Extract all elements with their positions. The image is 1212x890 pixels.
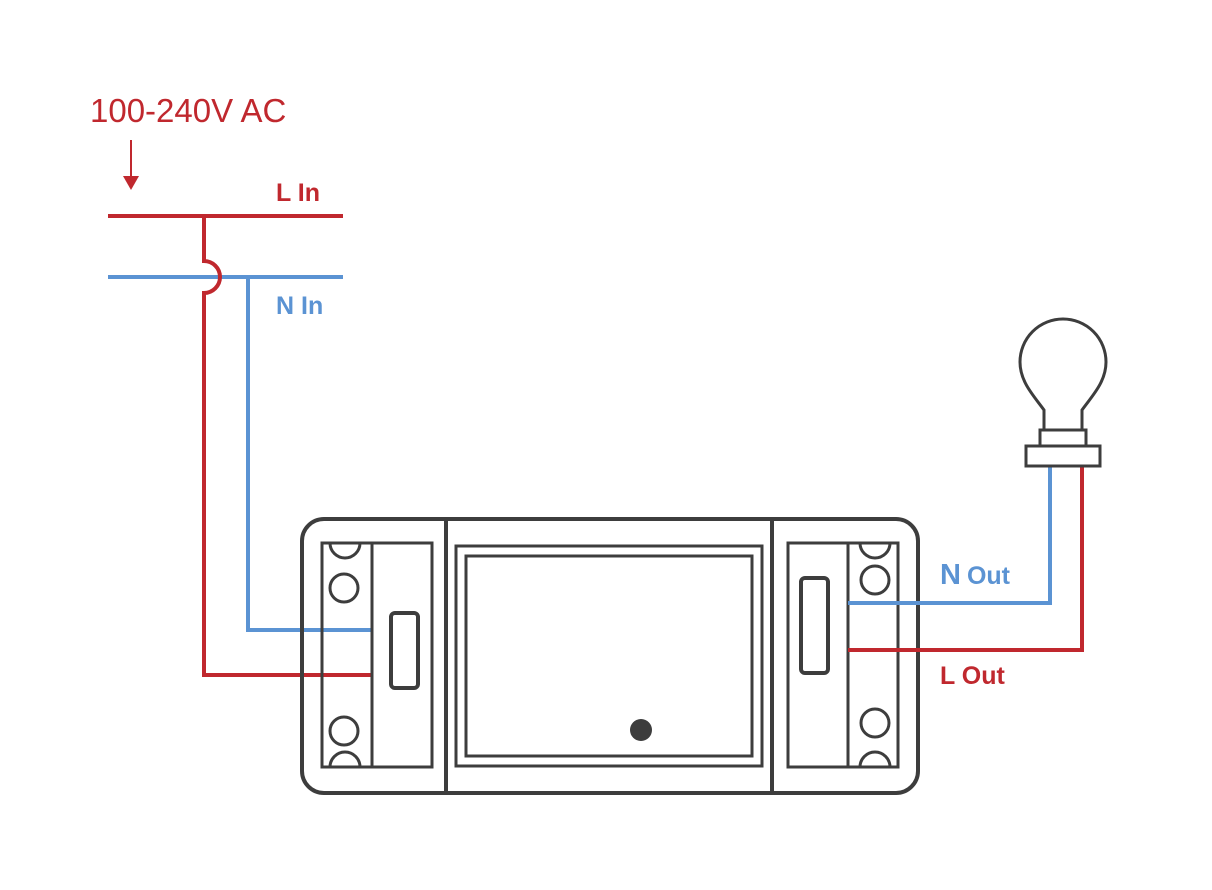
n-out-label: N Out (940, 559, 1011, 591)
light-bulb-icon (1018, 317, 1108, 468)
n-out-label-n: N (940, 559, 961, 591)
n-out-label-out: Out (967, 562, 1011, 590)
smart-switch-device (300, 517, 920, 795)
live-output-wire (848, 466, 1084, 652)
neutral-output-wire (848, 466, 1052, 605)
left-terminal-slot (389, 611, 420, 690)
live-input-wire (202, 216, 372, 677)
right-terminal-slot (799, 576, 830, 675)
l-out-label: L Out (940, 662, 1005, 690)
down-arrow-icon (123, 140, 139, 190)
supply-voltage-label: 100-240V AC (90, 92, 286, 129)
n-in-label: N In (276, 292, 323, 320)
right-top-screw (859, 564, 891, 596)
right-bottom-screw (859, 707, 891, 739)
neutral-input-wire (246, 277, 372, 632)
status-led (630, 719, 652, 741)
left-top-screw (328, 572, 360, 604)
l-in-label: L In (276, 179, 320, 207)
left-bottom-screw (328, 715, 360, 747)
